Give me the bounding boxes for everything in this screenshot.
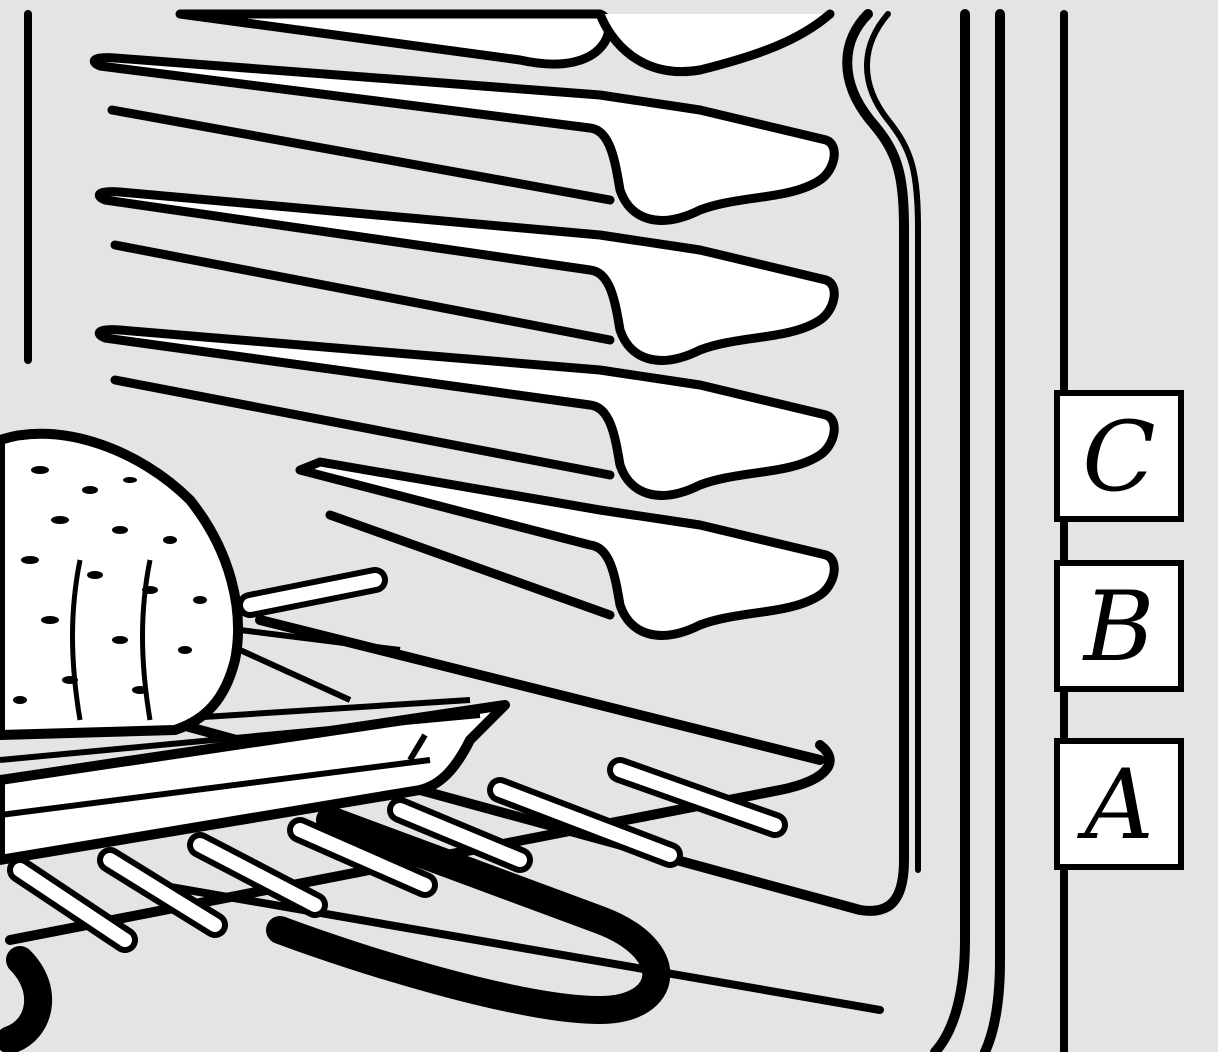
label-c: C	[1057, 393, 1181, 519]
label-a: A	[1057, 741, 1181, 867]
label-a-text: A	[1076, 749, 1153, 861]
label-c-text: C	[1082, 401, 1155, 513]
label-b-text: B	[1082, 571, 1155, 683]
rack-position-labels: C B A	[1057, 393, 1181, 867]
label-b: B	[1057, 563, 1181, 689]
